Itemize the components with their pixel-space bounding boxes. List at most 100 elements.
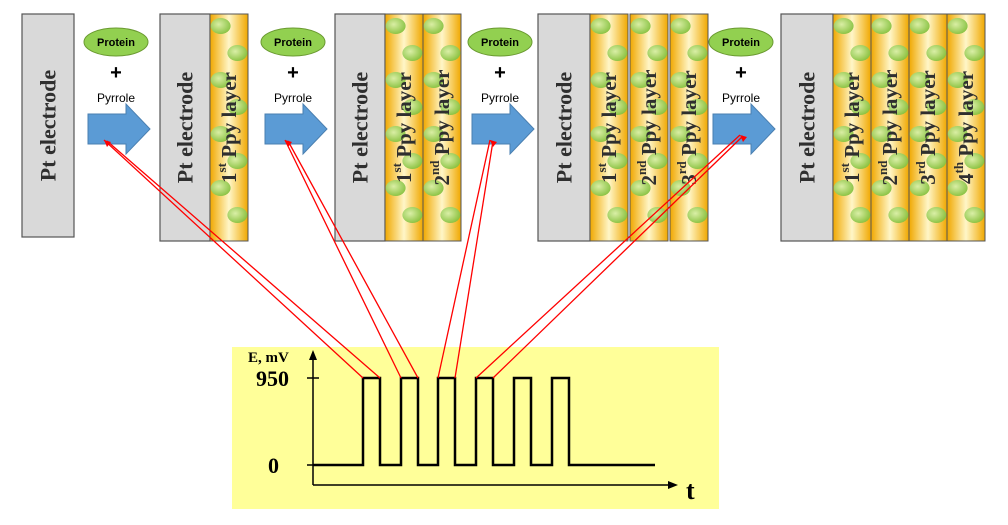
electrode-label: Pt electrode — [348, 72, 373, 184]
embedded-protein — [590, 72, 611, 88]
ppy-layer-label: 2nd Ppy layer — [427, 70, 455, 186]
embedded-protein — [440, 99, 461, 115]
embedded-protein — [871, 18, 892, 34]
protein-label: Protein — [481, 37, 519, 49]
embedded-protein — [687, 153, 708, 169]
stage-5: Pt electrode 1st Ppy layer 2nd Ppy layer 3r… — [780, 13, 986, 242]
embedded-protein — [833, 180, 854, 196]
pyrrole-label: Pyrrole — [481, 91, 519, 105]
embedded-protein — [850, 45, 871, 61]
plus-sign: + — [494, 62, 506, 84]
protein-label: Protein — [722, 37, 760, 49]
protein-badge — [83, 27, 149, 57]
protein-label: Protein — [97, 37, 135, 49]
ppy-layer-4: 4th Ppy layer — [946, 13, 986, 242]
embedded-protein — [385, 72, 406, 88]
embedded-protein — [833, 18, 854, 34]
embedded-protein — [850, 99, 871, 115]
right-arrow-icon — [712, 102, 776, 156]
embedded-protein — [670, 126, 691, 142]
embedded-protein — [909, 126, 930, 142]
connector-arrowhead-icon — [490, 140, 497, 147]
embedded-protein — [947, 72, 968, 88]
reagent-group-2: Protein+Pyrrole — [260, 27, 328, 156]
embedded-protein — [687, 99, 708, 115]
ppy-layer-label: 1st Ppy layer — [837, 72, 865, 183]
embedded-protein — [402, 99, 423, 115]
embedded-protein — [607, 153, 628, 169]
embedded-protein — [630, 72, 651, 88]
electrode-label: Pt electrode — [173, 72, 198, 184]
embedded-protein — [607, 99, 628, 115]
electrode-label: Pt electrode — [795, 72, 820, 184]
embedded-protein — [630, 126, 651, 142]
embedded-protein — [402, 207, 423, 223]
ppy-layer-label: 2nd Ppy layer — [634, 70, 662, 186]
embedded-protein — [630, 18, 651, 34]
ppy-layer-label: 4th Ppy layer — [951, 71, 979, 184]
embedded-protein — [423, 18, 444, 34]
ppy-layer-label: 1st Ppy layer — [389, 72, 417, 183]
embedded-protein — [385, 18, 406, 34]
embedded-protein — [687, 207, 708, 223]
reagent-group-4: Protein+Pyrrole — [708, 27, 776, 156]
embedded-protein — [888, 207, 909, 223]
embedded-protein — [210, 180, 231, 196]
embedded-protein — [687, 45, 708, 61]
protein-badge — [260, 27, 326, 57]
embedded-protein — [607, 207, 628, 223]
embedded-protein — [670, 72, 691, 88]
embedded-protein — [964, 45, 985, 61]
y-axis-label: E, mV — [248, 350, 289, 366]
embedded-protein — [926, 99, 947, 115]
right-arrow-icon — [471, 102, 535, 156]
pt-electrode — [537, 13, 591, 242]
embedded-protein — [888, 99, 909, 115]
electrode-label: Pt electrode — [552, 72, 577, 184]
embedded-protein — [440, 45, 461, 61]
protein-label: Protein — [274, 37, 312, 49]
ppy-layer-2: 2nd Ppy layer — [870, 13, 910, 242]
embedded-protein — [385, 180, 406, 196]
plus-sign: + — [110, 62, 122, 84]
right-arrow-icon — [264, 102, 328, 156]
ppy-layer-label: 2nd Ppy layer — [875, 70, 903, 186]
embedded-protein — [210, 72, 231, 88]
embedded-protein — [964, 207, 985, 223]
embedded-protein — [833, 72, 854, 88]
pulse-connector-4 — [475, 134, 747, 379]
x-axis-arrow-icon — [668, 481, 678, 489]
embedded-protein — [871, 72, 892, 88]
pyrrole-label: Pyrrole — [722, 91, 760, 105]
embedded-protein — [909, 18, 930, 34]
embedded-protein — [423, 126, 444, 142]
embedded-protein — [926, 45, 947, 61]
ppy-layer-1: 1st Ppy layer — [209, 13, 249, 242]
embedded-protein — [590, 180, 611, 196]
y-axis-arrow-icon — [309, 350, 317, 360]
ppy-layer-label: 3rd Ppy layer — [913, 70, 941, 184]
embedded-protein — [647, 153, 668, 169]
pyrrole-label: Pyrrole — [274, 91, 312, 105]
pulse-connector-3 — [437, 139, 497, 379]
connector-arrowhead-icon — [740, 135, 747, 142]
ppy-layer-3: 3rd Ppy layer — [669, 13, 709, 242]
embedded-protein — [871, 180, 892, 196]
embedded-protein — [590, 18, 611, 34]
embedded-protein — [210, 126, 231, 142]
ppy-layer-2: 2nd Ppy layer — [629, 13, 669, 242]
ppy-layer-1: 1st Ppy layer — [832, 13, 872, 242]
ppy-layer-1: 1st Ppy layer — [384, 13, 424, 242]
pyrrole-label: Pyrrole — [97, 91, 135, 105]
tick-label-950: 950 — [256, 366, 289, 391]
pulse-connector-1 — [103, 139, 381, 379]
embedded-protein — [850, 207, 871, 223]
embedded-protein — [227, 153, 248, 169]
embedded-protein — [833, 126, 854, 142]
stage-1: Pt electrode — [21, 13, 75, 238]
x-axis-label: t — [686, 476, 695, 505]
pt-electrode — [334, 13, 386, 242]
embedded-protein — [670, 18, 691, 34]
